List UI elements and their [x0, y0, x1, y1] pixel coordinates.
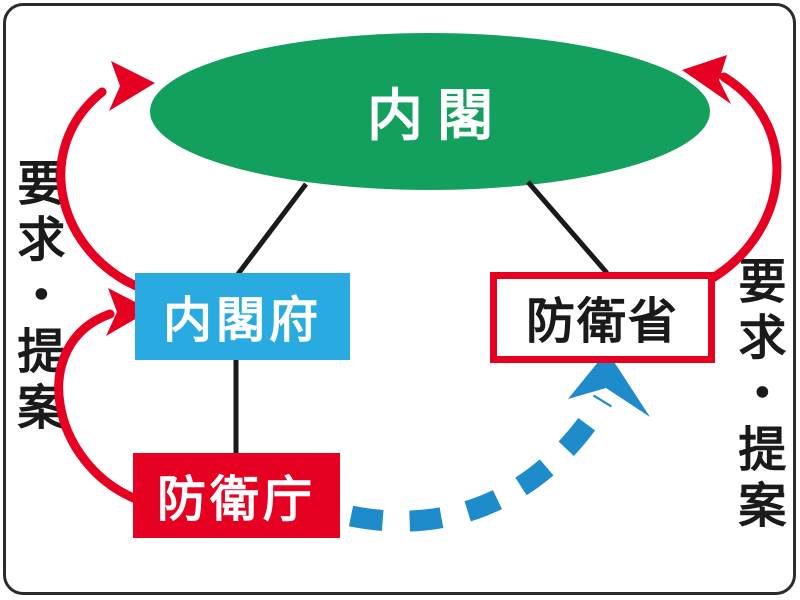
red-arrow-defense-ministry-to-cabinet	[697, 72, 782, 289]
defense-ministry-label: 防衛省	[525, 295, 679, 349]
red-arrow-defense-agency-to-cabinet-office	[54, 309, 141, 504]
cabinet-label: 内閣	[367, 84, 507, 147]
blue-dashed-arrow-defense-agency-to-defense-ministry	[348, 394, 612, 532]
defense-agency-box: 防衛庁	[133, 453, 340, 538]
blue-arrowhead-icon	[568, 351, 650, 417]
right-request-proposal-label: 要求・提案	[730, 256, 784, 536]
red-arrowhead-to-cabinet-left-icon	[109, 61, 155, 111]
defense-agency-label: 防衛庁	[156, 473, 316, 527]
connector-cabinet-to-cabinet-office	[236, 182, 308, 276]
cabinet-office-label: 内閣府	[162, 294, 322, 348]
red-arrowhead-to-cabinet-office-icon	[106, 288, 151, 336]
red-arrow-cabinet-office-to-cabinet	[56, 87, 148, 294]
cabinet-office-box: 内閣府	[135, 273, 350, 360]
defense-ministry-box: 防衛省	[490, 272, 715, 363]
cabinet-node: 内閣	[150, 33, 710, 190]
left-request-proposal-label: 要求・提案	[9, 158, 63, 438]
red-arrowhead-to-cabinet-right-icon	[682, 55, 731, 104]
connector-cabinet-to-defense-ministry	[526, 180, 609, 275]
